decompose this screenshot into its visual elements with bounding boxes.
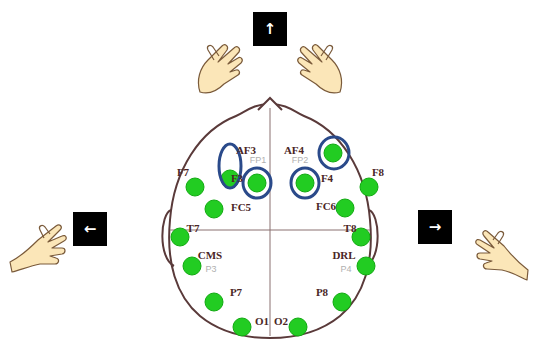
electrode-label: O1	[255, 316, 269, 327]
left-arrow-box: ←	[73, 212, 107, 246]
electrode-label: FC5	[231, 202, 251, 213]
electrode-label: P8	[316, 287, 328, 298]
electrode-label: DRL	[332, 250, 355, 261]
crossline	[170, 230, 370, 231]
reference-site-label: P4	[340, 265, 351, 274]
reference-site-label: FP1	[250, 156, 267, 165]
electrode-label: F8	[372, 167, 384, 178]
arrow-symbol: ←	[84, 222, 97, 237]
electrode-label: AF4	[284, 145, 304, 156]
electrode-label: P7	[230, 287, 242, 298]
electrodes	[171, 144, 378, 336]
reference-site-label: FP2	[292, 156, 309, 165]
head-outline	[169, 104, 371, 338]
electrode-label: CMS	[198, 250, 222, 261]
electrode-label: AF3	[236, 145, 256, 156]
electrode-label: F4	[321, 173, 333, 184]
right-arrow-box: →	[418, 210, 452, 244]
electrode-label: F3	[231, 173, 243, 184]
electrode-label: T8	[344, 223, 357, 234]
highlight-ellipses	[219, 137, 349, 198]
reference-site-label: P3	[205, 265, 216, 274]
electrode-label: FC6	[316, 201, 336, 212]
arrow-symbol: ↑	[264, 22, 277, 37]
arrow-symbol: →	[429, 220, 442, 235]
electrode-label: O2	[274, 316, 288, 327]
electrode-label: T7	[187, 223, 200, 234]
electrode-label: F7	[177, 167, 189, 178]
midline	[270, 108, 271, 336]
hands	[10, 45, 528, 280]
up-arrow-box: ↑	[253, 12, 287, 46]
